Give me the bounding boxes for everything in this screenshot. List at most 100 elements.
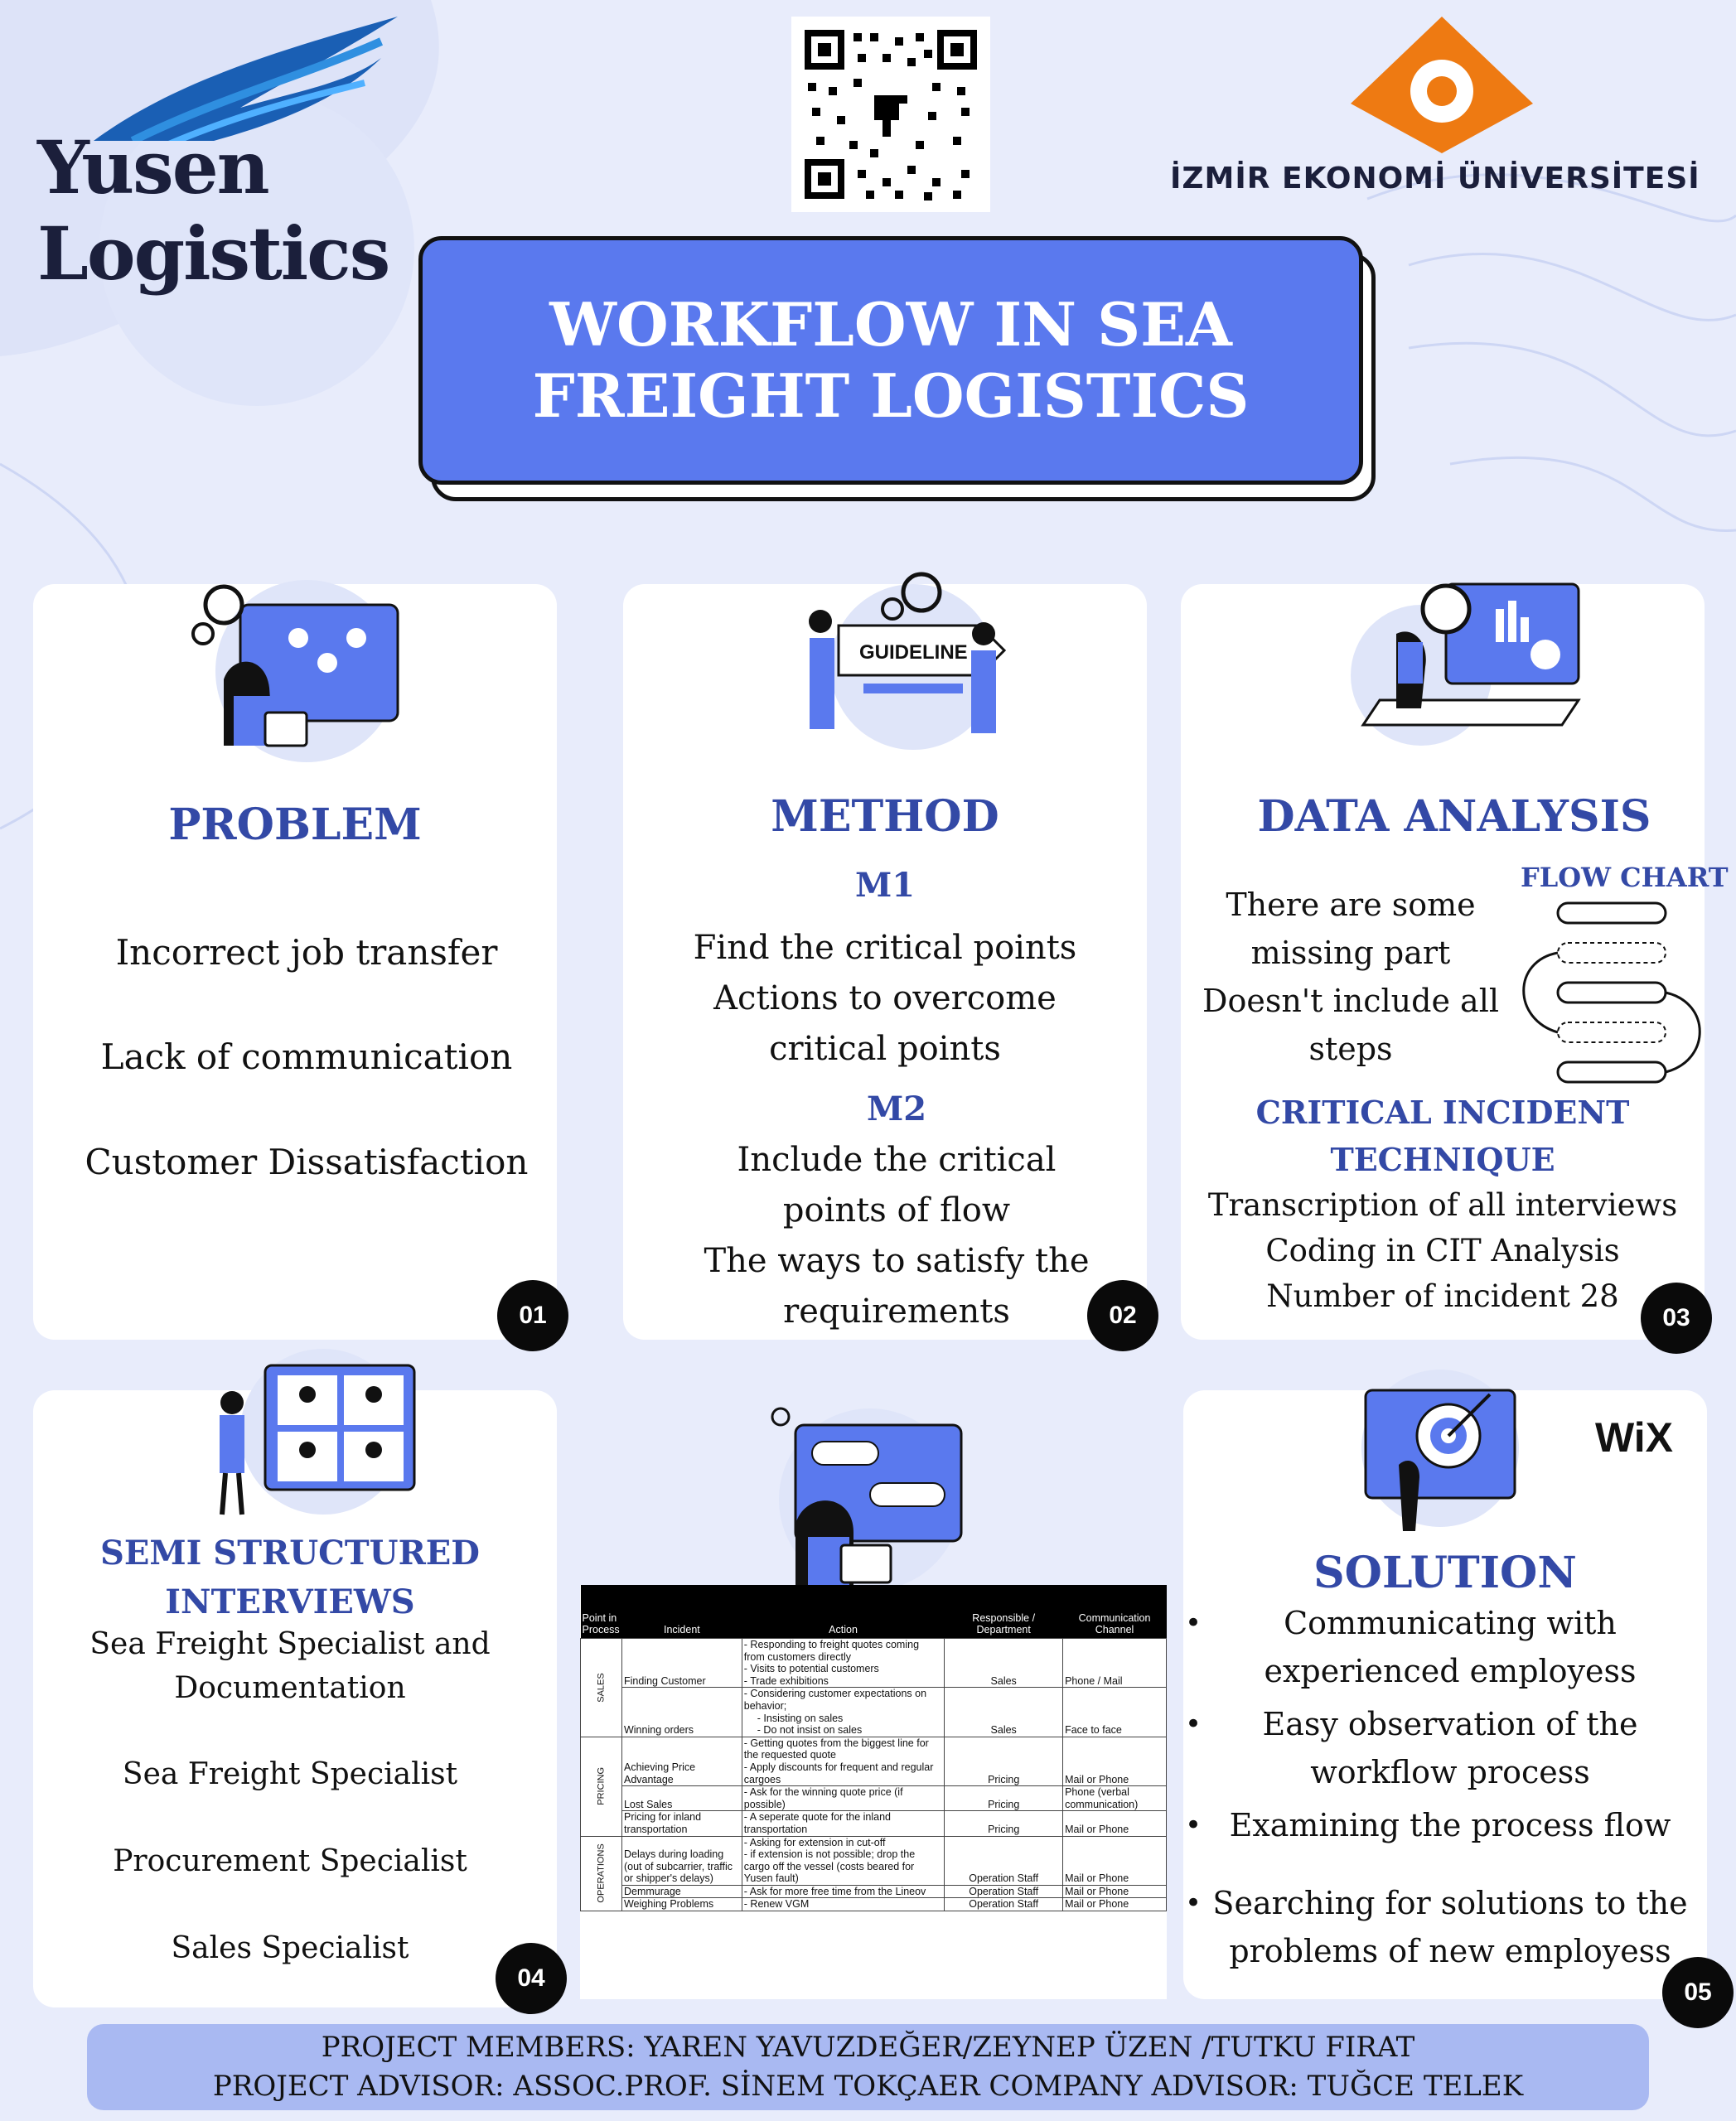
ieu-logo-text: İZMİR EKONOMİ ÜNİVERSİTESİ [1170,162,1700,196]
row-incident: Delays during loading (out of subcarrier… [621,1835,742,1886]
interviews-item-4: Procurement Specialist [113,1844,467,1878]
row-action: - Considering customer expectations on b… [741,1687,945,1737]
badge-02: 02 [1087,1280,1158,1351]
table-row: SALES Finding Customer - Responding to f… [580,1637,1167,1737]
row-dept: Sales [944,1637,1064,1689]
title-banner: WORKFLOW IN SEA FREIGHT LOGISTICS [418,236,1363,485]
izmir-ekonomi-logo: İZMİR EKONOMİ ÜNİVERSİTESİ [1160,12,1724,203]
method-m2-line-4: requirements [783,1292,1010,1331]
action-line: - Visits to potential customers [743,1663,879,1675]
row-action: - Asking for extension in cut-off- if ex… [741,1835,945,1886]
header-point-in-process: Point in Process [580,1585,622,1639]
row-action: - Getting quotes from the biggest line f… [741,1736,945,1787]
cit-line-2: Coding in CIT Analysis [1265,1233,1620,1268]
row-action: - A seperate quote for the inland transp… [741,1810,945,1837]
header-channel: Communication Channel [1062,1585,1167,1639]
badge-03: 03 [1641,1283,1712,1354]
row-incident: Finding Customer [621,1637,742,1689]
badge-01: 01 [497,1280,568,1351]
cit-line-1: Transcription of all interviews [1207,1187,1678,1223]
page-title: WORKFLOW IN SEA FREIGHT LOGISTICS [532,289,1250,431]
solution-item-4-line-2: problems of new employess [1229,1933,1671,1969]
header-incident: Incident [621,1585,742,1639]
solution-item-1: • Communicating with experienced employe… [1185,1599,1715,1695]
action-line: - Asking for extension in cut-off [743,1836,886,1848]
row-dept: Pricing [944,1736,1064,1787]
data-analysis-icon [1351,582,1581,746]
cit-table: Point in Process Incident Action Respons… [580,1585,1167,1999]
action-line: - Trade exhibitions [743,1674,829,1687]
header-responsible: Responsible / Department [944,1585,1063,1639]
interviews-item-3: Sea Freight Specialist [122,1757,458,1791]
row-action: - Ask for the winning quote price (if po… [741,1785,945,1812]
row-dept: Operation Staff [944,1884,1064,1899]
wing-icon [94,17,398,141]
flow-chart-label: FLOW CHART [1521,862,1729,893]
row-incident: Achieving Price Advantage [621,1736,742,1787]
footer-advisors: PROJECT ADVISOR: ASSOC.PROF. SİNEM TOKÇA… [212,2070,1524,2103]
row-channel: Mail or Phone [1062,1884,1167,1899]
qr-code-icon [805,30,977,201]
row-channel: Mail or Phone [1062,1810,1167,1837]
method-m2-line-1: Include the critical [737,1141,1057,1179]
flow-line-1: There are some [1226,887,1476,923]
row-dept: Sales [944,1687,1064,1737]
solution-card: SOLUTION [1183,1370,1707,1999]
data-analysis-card: DATA ANALYSIS FLOW CHART There are some … [1181,582,1729,1340]
method-heading: METHOD [771,791,999,842]
method-m2-line-3: The ways to satisfy the [704,1242,1090,1280]
footer-members: PROJECT MEMBERS: YAREN YAVUZDEĞER/ZEYNEP… [321,2031,1415,2064]
woman-with-tablet-icon [191,580,399,762]
table-row: Demmurage - Ask for more free time from … [581,1884,1167,1899]
qr-code[interactable] [791,17,990,212]
group-pricing: PRICING [580,1737,622,1836]
target-goal-icon [1361,1370,1519,1531]
row-channel: Mail or Phone [1062,1736,1167,1787]
table-row: Lost Sales - Ask for the winning quote p… [581,1785,1167,1812]
yusen-logistics-logo: Yusen Logistics [33,8,563,297]
table-header-row: Point in Process Incident Action Respons… [580,1585,1167,1639]
group-sales: SALES [580,1638,622,1737]
guideline-team-icon: GUIDELINE [809,572,1007,750]
flow-line-2: missing part [1250,935,1451,971]
woman-with-chat-screen-icon [771,1407,963,1591]
interviews-item-2: Documentation [174,1671,406,1705]
action-line: - Responding to freight quotes coming fr… [743,1639,920,1663]
action-line: - Insisting on sales [757,1712,844,1724]
yusen-logo-text: Yusen Logistics [37,124,390,297]
interviews-item-5: Sales Specialist [171,1931,409,1965]
solution-item-4-line-1: Searching for solutions to the [1212,1885,1688,1921]
flow-chart-icon [1522,901,1701,1084]
badge-04: 04 [496,1943,567,2014]
method-m1-line-3: critical points [769,1030,1001,1068]
solution-item-2-line-1: Easy observation of the [1262,1706,1638,1742]
row-incident: Weighing Problems [621,1897,742,1912]
bullet-icon: • [1185,1809,1202,1842]
row-channel: Mail or Phone [1062,1835,1167,1886]
header-action: Action [742,1585,945,1639]
group-operations: OPERATIONS [580,1836,622,1911]
row-dept: Pricing [944,1785,1064,1812]
method-card: GUIDELINE METHOD M1 Find the critical po… [623,572,1147,1340]
bullet-icon: • [1185,1606,1202,1640]
ieu-diamond-icon [1351,17,1533,153]
row-incident: Demmurage [621,1884,742,1899]
method-m2-line-2: points of flow [782,1191,1011,1230]
row-incident: Winning orders [621,1687,742,1737]
method-m1-label: M1 [854,866,916,905]
wix-logo: WiX [1572,1408,1696,1466]
badge-05: 05 [1662,1957,1734,2028]
problem-card: PROBLEM Incorrect job transfer Lack of c… [33,580,557,1340]
problem-heading: PROBLEM [168,800,422,850]
table-row: Winning orders - Considering customer ex… [581,1687,1167,1737]
row-channel: Phone / Mail [1062,1637,1167,1689]
cit-heading-line-1: CRITICAL INCIDENT [1255,1094,1630,1131]
cit-heading-line-2: TECHNIQUE [1330,1141,1555,1178]
method-m1-line-1: Find the critical points [693,929,1077,967]
problem-item-1: Incorrect job transfer [115,932,498,973]
solution-item-2: • Easy observation of the workflow proce… [1185,1700,1715,1796]
interviews-heading-line-2: INTERVIEWS [165,1582,415,1621]
guideline-label: GUIDELINE [859,641,968,664]
video-call-icon [220,1349,416,1515]
action-line: - Do not insist on sales [757,1724,863,1737]
